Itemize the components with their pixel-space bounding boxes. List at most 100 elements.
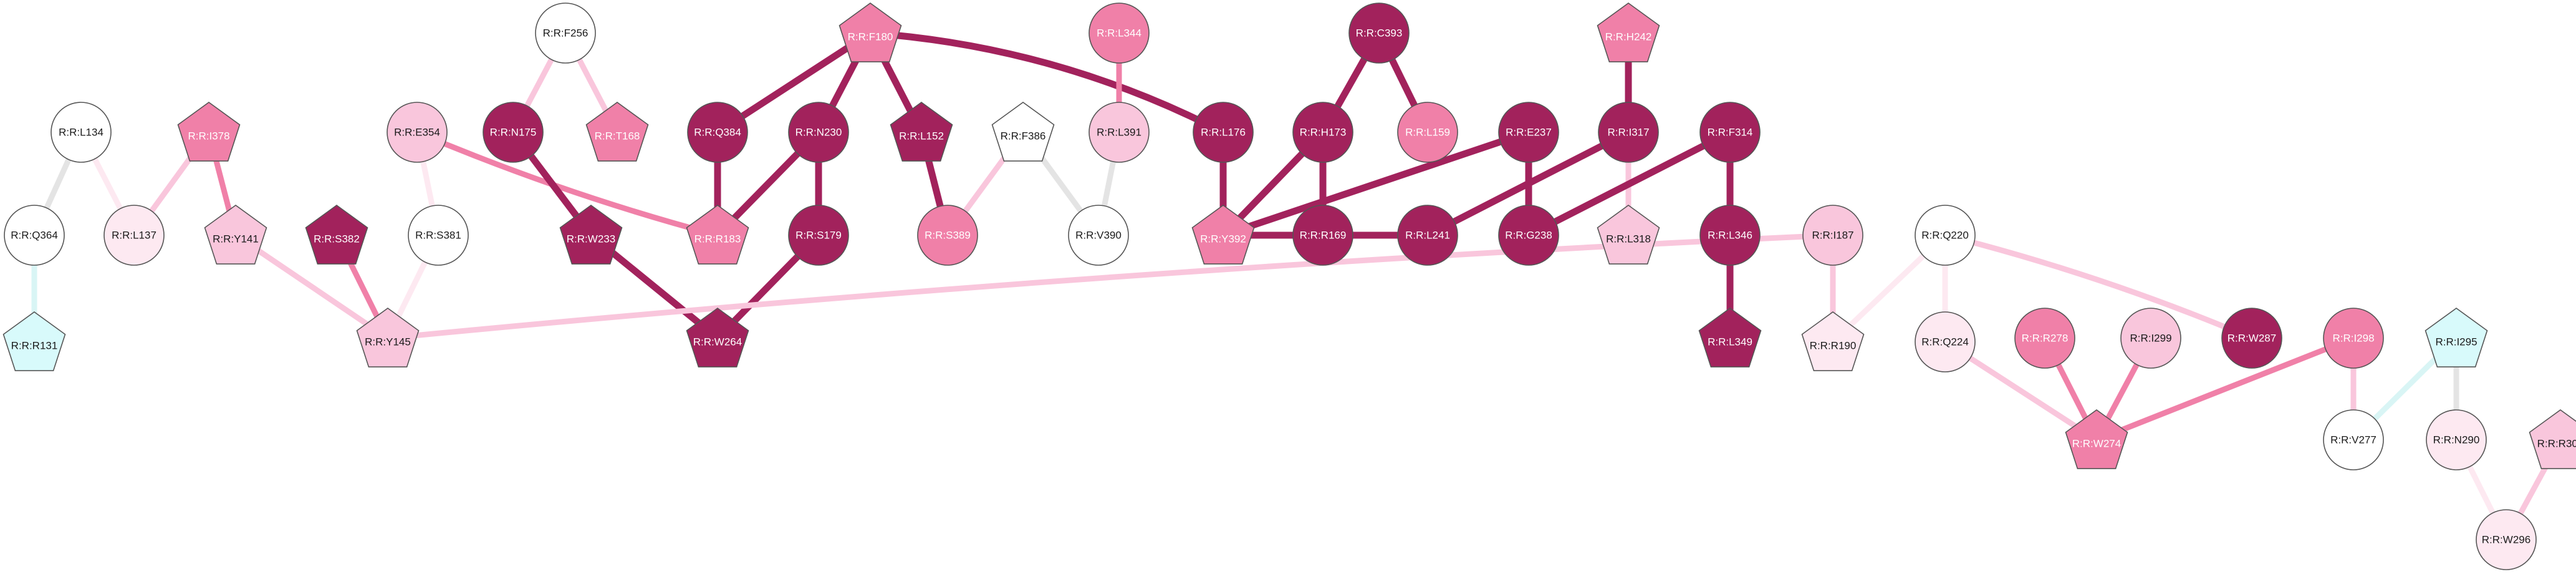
node-n175[interactable]: R:R:N175: [483, 102, 544, 163]
node-s381[interactable]: R:R:S381: [408, 205, 469, 266]
circle-node-shape: [1068, 205, 1129, 266]
node-e237[interactable]: R:R:E237: [1498, 102, 1559, 163]
node-label: R:R:Y141: [213, 233, 259, 245]
circle-node-shape: [2476, 509, 2537, 570]
node-l159[interactable]: R:R:L159: [1397, 102, 1458, 163]
circle-node-shape: [2014, 308, 2075, 369]
node-l346[interactable]: R:R:L346: [1699, 205, 1761, 266]
node-y141[interactable]: R:R:Y141: [204, 205, 267, 265]
node-t168[interactable]: R:R:T168: [585, 102, 649, 162]
node-l318[interactable]: R:R:L318: [1597, 205, 1660, 265]
node-label: R:R:E237: [1506, 127, 1552, 139]
node-label: R:R:Q364: [11, 230, 58, 241]
node-label: R:R:L391: [1097, 127, 1141, 139]
node-r183[interactable]: R:R:R183: [686, 205, 749, 265]
edge-y141-y145: [233, 232, 391, 341]
node-h242[interactable]: R:R:H242: [1597, 2, 1660, 62]
edge-f180-l176: [867, 29, 1227, 136]
node-label: R:R:I299: [2130, 333, 2171, 344]
circle-node-shape: [1598, 102, 1659, 163]
node-q220[interactable]: R:R:Q220: [1915, 205, 1976, 266]
edge-i317-l241: [1424, 129, 1632, 239]
pentagon-node-shape: [1801, 311, 1865, 371]
node-r169[interactable]: R:R:R169: [1292, 205, 1353, 266]
node-i378[interactable]: R:R:I378: [177, 102, 241, 162]
pentagon-node-shape: [2, 311, 66, 371]
node-w274[interactable]: R:R:W274: [2065, 409, 2128, 469]
node-f180[interactable]: R:R:F180: [839, 2, 902, 62]
node-n290[interactable]: R:R:N290: [2426, 409, 2487, 470]
node-r300[interactable]: R:R:R300: [2529, 409, 2576, 469]
node-label: R:R:W264: [693, 336, 742, 348]
node-i317[interactable]: R:R:I317: [1598, 102, 1659, 163]
node-q364[interactable]: R:R:Q364: [4, 205, 65, 266]
node-v277[interactable]: R:R:V277: [2323, 409, 2384, 470]
node-label: R:R:W287: [2228, 333, 2276, 344]
node-f314[interactable]: R:R:F314: [1699, 102, 1761, 163]
circle-node-shape: [1699, 205, 1761, 266]
node-label: R:R:S179: [795, 230, 842, 241]
node-l391[interactable]: R:R:L391: [1089, 102, 1150, 163]
node-label: R:R:L318: [1606, 233, 1651, 245]
circle-node-shape: [483, 102, 544, 163]
node-i299[interactable]: R:R:I299: [2120, 308, 2181, 369]
node-l241[interactable]: R:R:L241: [1397, 205, 1458, 266]
node-l349[interactable]: R:R:L349: [1698, 308, 1762, 367]
node-g238[interactable]: R:R:G238: [1498, 205, 1559, 266]
node-i187[interactable]: R:R:I187: [1802, 205, 1863, 266]
node-label: R:R:I187: [1812, 230, 1853, 241]
node-w264[interactable]: R:R:W264: [686, 308, 749, 367]
node-q384[interactable]: R:R:Q384: [687, 102, 748, 163]
node-label: R:R:G238: [1505, 230, 1552, 241]
node-i298[interactable]: R:R:I298: [2323, 308, 2384, 369]
node-l176[interactable]: R:R:L176: [1193, 102, 1254, 163]
node-label: R:R:V390: [1075, 230, 1122, 241]
node-label: R:R:L349: [1708, 336, 1752, 348]
node-label: R:R:R300: [2537, 438, 2576, 450]
node-s382[interactable]: R:R:S382: [305, 205, 368, 265]
edge-e354-r183: [414, 129, 721, 238]
node-label: R:R:R183: [694, 233, 741, 245]
node-e354[interactable]: R:R:E354: [387, 102, 448, 163]
node-i295[interactable]: R:R:I295: [2425, 308, 2488, 367]
node-n230[interactable]: R:R:N230: [788, 102, 849, 163]
pentagon-node-shape: [2065, 409, 2128, 469]
node-label: R:R:I378: [188, 130, 229, 142]
node-label: R:R:N175: [490, 127, 537, 139]
node-s179[interactable]: R:R:S179: [788, 205, 849, 266]
node-label: R:R:R131: [11, 340, 58, 352]
node-y145[interactable]: R:R:Y145: [356, 308, 420, 367]
pentagon-node-shape: [585, 102, 649, 162]
pentagon-node-shape: [1597, 205, 1660, 265]
node-r278[interactable]: R:R:R278: [2014, 308, 2075, 369]
node-label: R:R:W274: [2072, 438, 2121, 450]
node-h173[interactable]: R:R:H173: [1292, 102, 1353, 163]
node-w233[interactable]: R:R:W233: [559, 205, 623, 265]
node-q224[interactable]: R:R:Q224: [1915, 311, 1976, 372]
node-label: R:R:V277: [2330, 434, 2377, 446]
node-f386[interactable]: R:R:F386: [991, 102, 1055, 162]
node-w296[interactable]: R:R:W296: [2476, 509, 2537, 570]
pentagon-node-shape: [1698, 308, 1762, 367]
pentagon-node-shape: [2529, 409, 2576, 469]
node-label: R:R:L152: [899, 130, 944, 142]
node-y392[interactable]: R:R:Y392: [1191, 205, 1255, 265]
node-l152[interactable]: R:R:L152: [890, 102, 953, 162]
circle-node-shape: [1089, 102, 1150, 163]
circle-node-shape: [788, 205, 849, 266]
node-s389[interactable]: R:R:S389: [917, 205, 978, 266]
edge-e237-y392: [1219, 129, 1532, 239]
node-f256[interactable]: R:R:F256: [535, 2, 596, 64]
node-r131[interactable]: R:R:R131: [2, 311, 66, 371]
node-v390[interactable]: R:R:V390: [1068, 205, 1129, 266]
node-l344[interactable]: R:R:L344: [1089, 2, 1150, 64]
node-c393[interactable]: R:R:C393: [1348, 2, 1410, 64]
circle-node-shape: [1397, 205, 1458, 266]
node-w287[interactable]: R:R:W287: [2221, 308, 2282, 369]
node-l134[interactable]: R:R:L134: [50, 102, 112, 163]
edge-f314-g238: [1525, 129, 1734, 239]
node-label: R:R:S381: [415, 230, 461, 241]
node-l137[interactable]: R:R:L137: [103, 205, 165, 266]
node-r190[interactable]: R:R:R190: [1801, 311, 1865, 371]
